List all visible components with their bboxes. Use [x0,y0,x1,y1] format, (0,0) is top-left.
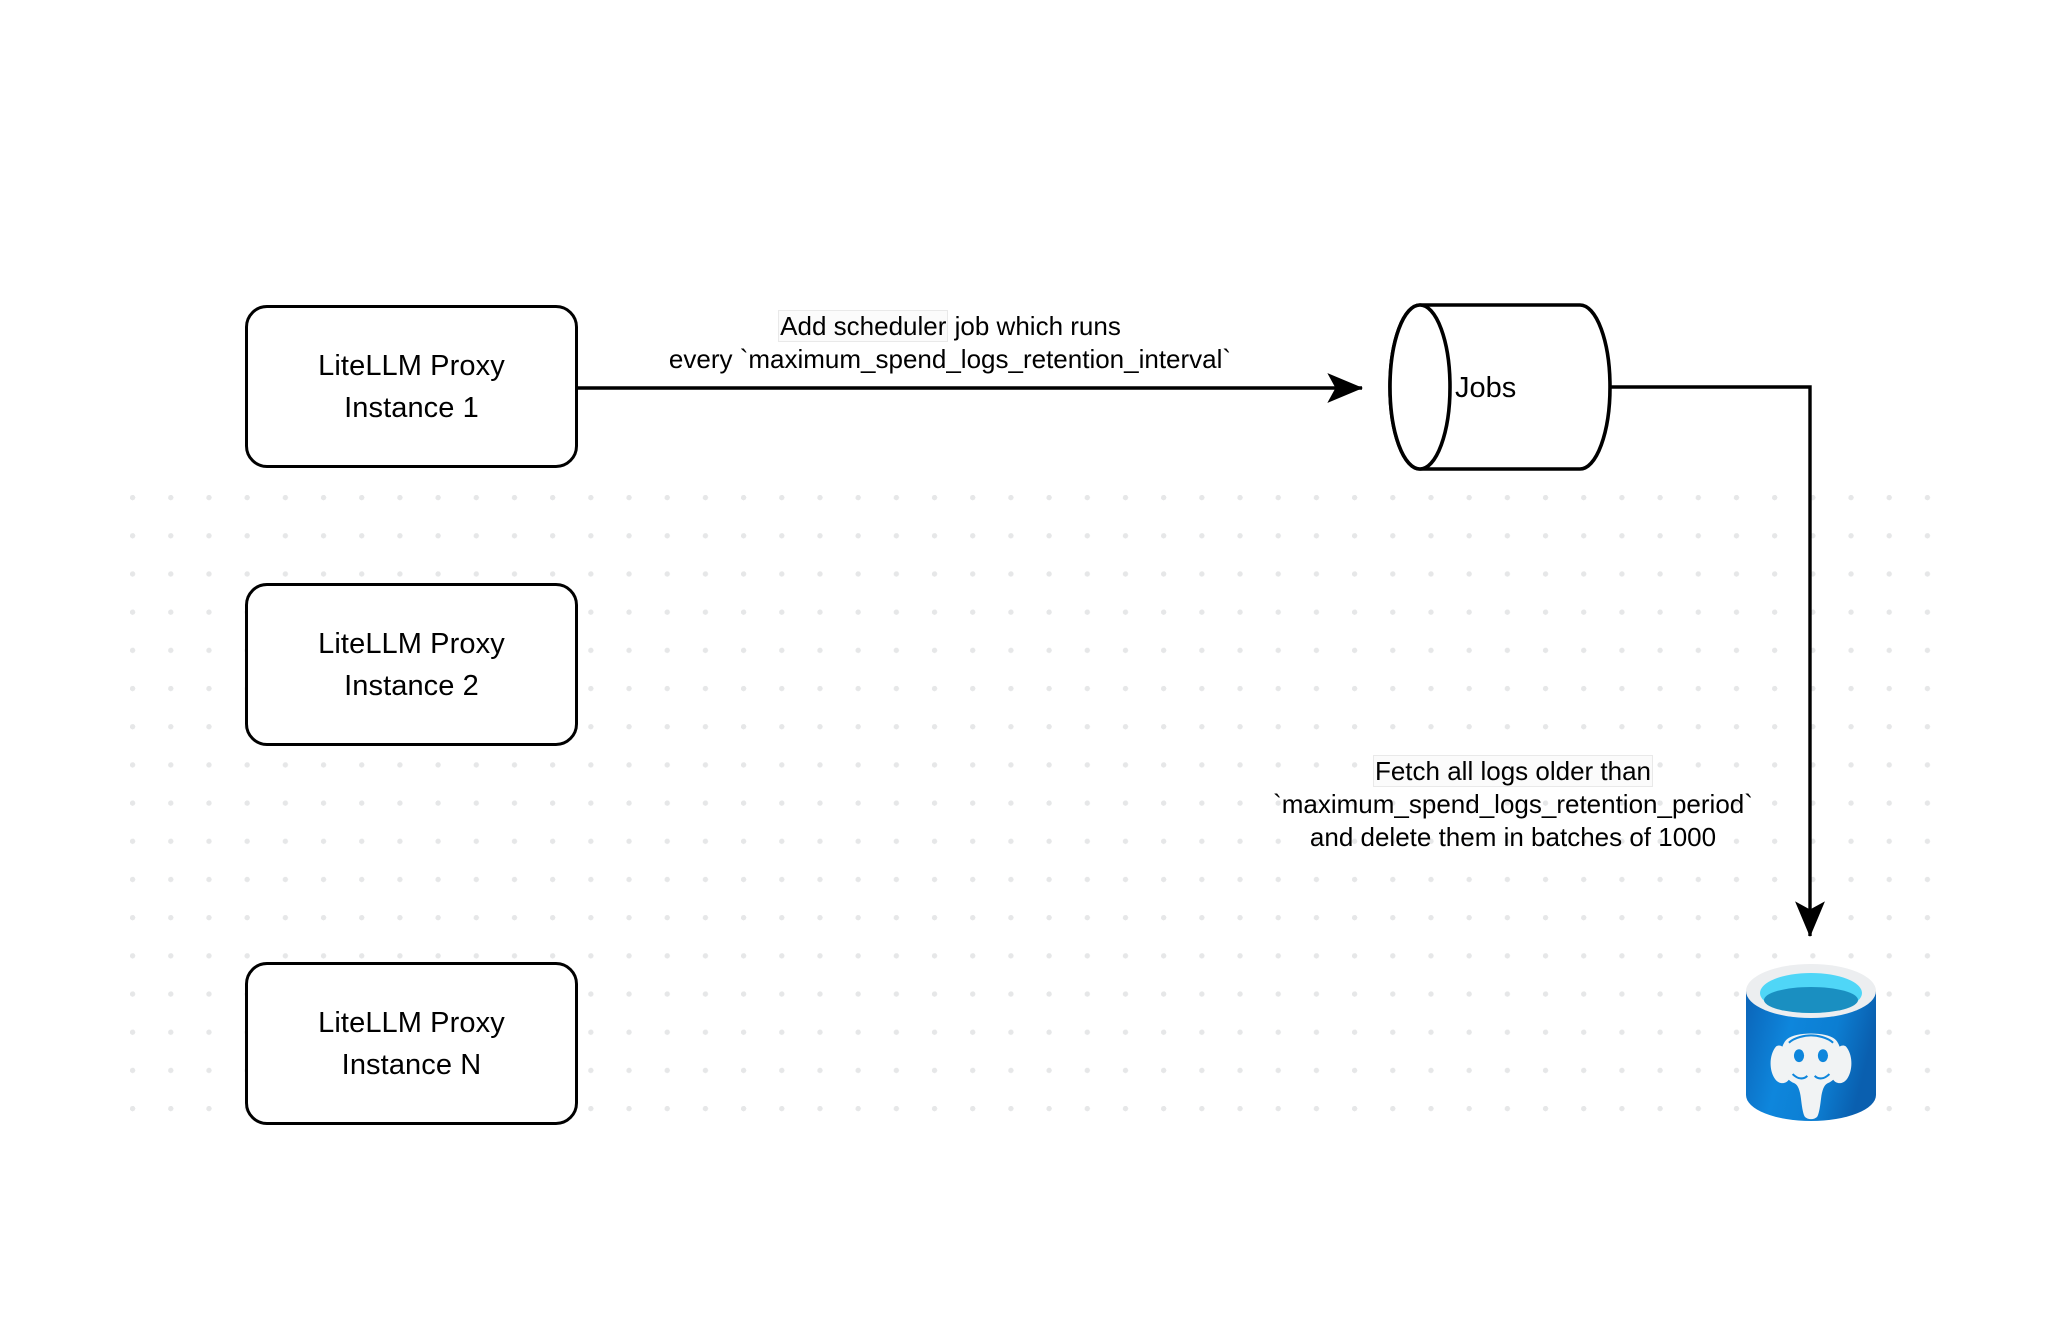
node-litellm-proxy-instance-n[interactable]: LiteLLM Proxy Instance N [245,962,578,1125]
edge-label-line-1: Add scheduler job which runs [620,310,1280,343]
node-litellm-proxy-instance-2[interactable]: LiteLLM Proxy Instance 2 [245,583,578,746]
node-label-line-2: Instance 2 [344,669,479,702]
node-label-line-1: LiteLLM Proxy [318,627,505,660]
jobs-cylinder-shape [1388,303,1612,471]
edge-label-highlight: Add scheduler [779,311,948,341]
connector-jobs-to-postgres [1610,385,1825,938]
edge-label-line-2: every `maximum_spend_logs_retention_inte… [668,344,1232,374]
edge-label-highlight: Fetch all logs older than [1373,756,1653,786]
node-label-line-2: Instance N [341,1048,482,1081]
edge-label-line-2: `maximum_spend_logs_retention_period` [1273,789,1753,819]
node-label-line-2: Instance 1 [344,391,479,424]
node-litellm-proxy-instance-1[interactable]: LiteLLM Proxy Instance 1 [245,305,578,468]
node-label-jobs: Jobs [1455,372,1517,404]
node-label-line-1: LiteLLM Proxy [318,1006,505,1039]
edge-label-line-1-rest: job which runs [947,311,1121,341]
edge-label-line-3: and delete them in batches of 1000 [1309,822,1717,852]
edge-label-fetch-and-delete-logs: Fetch all logs older than `maximum_spend… [1228,755,1798,854]
edge-label-add-scheduler-job: Add scheduler job which runs every `maxi… [620,310,1280,376]
node-label-line-1: LiteLLM Proxy [318,349,505,382]
postgresql-icon [1746,964,1876,1121]
edge-label-line-1: Fetch all logs older than [1228,755,1798,788]
